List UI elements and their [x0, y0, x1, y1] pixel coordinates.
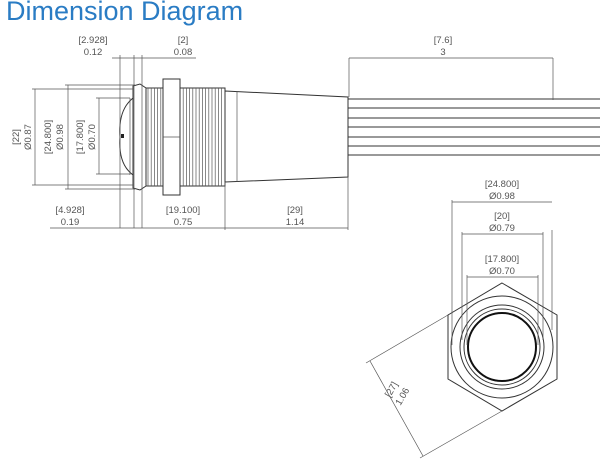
body	[224, 90, 349, 183]
dim-24800-mm: [24.800]	[43, 120, 54, 154]
dim-2928-mm: [2.928]	[78, 35, 107, 46]
lens-circle	[467, 312, 537, 382]
dim-7-6-mm: [7.6]	[434, 35, 453, 46]
dim-7-6-in: 3	[440, 47, 445, 58]
front-dim-24800-in: Ø0.98	[489, 191, 515, 202]
thread-lines	[147, 88, 222, 186]
side-view: [22] Ø0.87 [24.800] Ø0.98 [17.800] Ø0.70…	[11, 35, 600, 230]
dim-4928-mm: [4.928]	[55, 205, 84, 216]
page-title: Dimension Diagram	[6, 0, 244, 26]
front-view: [24.800] Ø0.98 [20] Ø0.79 [17.800] Ø0.70…	[365, 179, 558, 459]
dim-19100-in: 0.75	[174, 217, 193, 228]
dim-2-mm: [2]	[178, 35, 189, 46]
front-dim-20-in: Ø0.79	[489, 223, 515, 234]
flange	[132, 83, 147, 191]
dim-22-mm: [22]	[11, 129, 22, 145]
front-dim-24800-mm: [24.800]	[485, 179, 519, 190]
dim-2928-in: 0.12	[84, 47, 103, 58]
front-dim-20-mm: [20]	[494, 211, 510, 222]
front-dim-17800-mm: [17.800]	[485, 254, 519, 265]
dim-2-in: 0.08	[174, 47, 193, 58]
dim-19100-mm: [19.100]	[166, 205, 200, 216]
dim-17800-mm: [17.800]	[75, 120, 86, 154]
dim-29-in: 1.14	[286, 217, 305, 228]
wires	[348, 98, 600, 156]
dim-4928-in: 0.19	[61, 217, 80, 228]
front-dim-17800-in: Ø0.70	[489, 266, 515, 277]
dim-17800-in: Ø0.70	[87, 124, 98, 150]
dim-24800-in: Ø0.98	[55, 124, 66, 150]
dim-29-mm: [29]	[287, 205, 303, 216]
dim-22-in: Ø0.87	[23, 124, 34, 150]
